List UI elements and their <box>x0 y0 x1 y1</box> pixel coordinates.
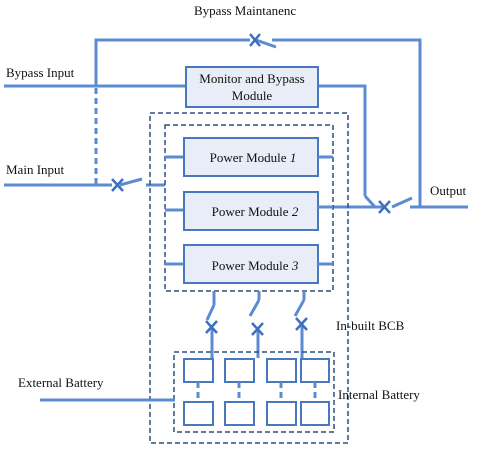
bypass-maintenance-breaker-icon <box>249 33 261 47</box>
monitor-bypass-module-label-line1: Monitor and Bypass <box>199 71 304 86</box>
monitor-bypass-module-label-line2: Module <box>232 88 273 103</box>
internal-battery-cells <box>183 358 330 426</box>
internal-battery-label: Internal Battery <box>338 387 420 402</box>
battery-cell <box>300 401 330 426</box>
battery-cell <box>224 401 255 426</box>
battery-cell <box>300 358 330 383</box>
output-label: Output <box>430 183 467 198</box>
monitor-bypass-module-box <box>185 66 319 108</box>
battery-cell <box>183 401 214 426</box>
bypass-maintenance-switch-blade <box>255 38 277 49</box>
power-module-1-box <box>183 137 319 177</box>
battery-cell <box>224 358 255 383</box>
power-module-2-label: Power Module 2 <box>212 204 299 219</box>
external-battery-label: External Battery <box>18 375 104 390</box>
battery-cell <box>266 401 297 426</box>
main-input-label: Main Input <box>6 162 65 177</box>
ups-cabinet-frame <box>149 112 349 444</box>
bypass-maintenance-label: Bypass Maintanenc <box>194 3 296 18</box>
power-module-2-box <box>183 191 319 231</box>
battery-cell <box>266 358 297 383</box>
bcb-breaker-1 <box>205 291 218 358</box>
main-input-breaker-icon <box>111 178 124 192</box>
bcb-breaker-2 <box>248 291 264 358</box>
output-collector-line <box>363 194 377 209</box>
output-switch-blade <box>391 196 413 209</box>
bypass-maintenance-line-right <box>272 38 422 207</box>
internal-battery-frame <box>173 351 335 433</box>
power-module-3-label: Power Module 3 <box>212 258 299 273</box>
bcb-breaker-3 <box>293 291 308 358</box>
in-built-bcb-label: In-built BCB <box>336 318 405 333</box>
main-input-switch-blade <box>119 177 143 187</box>
power-module-3-box <box>183 244 319 284</box>
power-module-1-label: Power Module 1 <box>210 150 297 165</box>
bypass-output-line <box>318 84 367 196</box>
bypass-input-label: Bypass Input <box>6 65 75 80</box>
output-breaker-icon <box>378 200 391 214</box>
bypass-maintenance-line <box>94 38 250 85</box>
battery-cell <box>183 358 214 383</box>
